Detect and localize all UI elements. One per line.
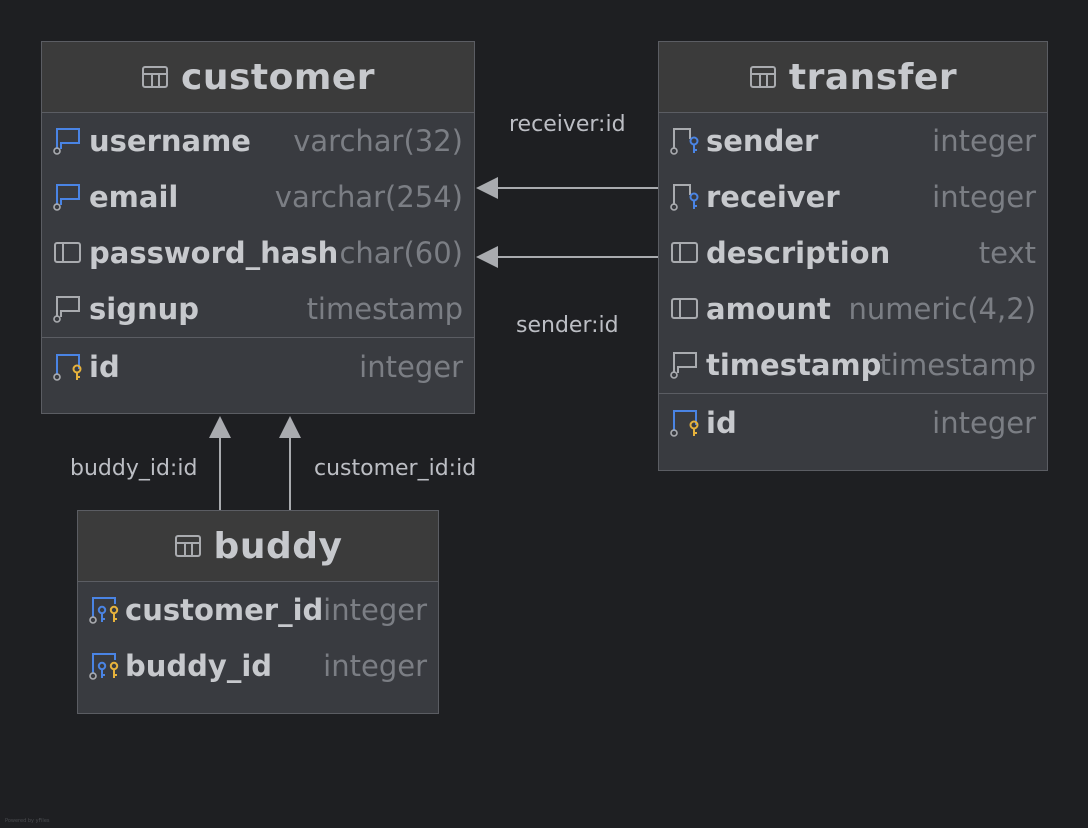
fk-column-icon: [52, 126, 84, 156]
column-row[interactable]: email varchar(254): [42, 169, 474, 225]
column-row[interactable]: password_hash char(60): [42, 225, 474, 281]
table-title: transfer: [788, 56, 958, 98]
column-type: integer: [323, 649, 427, 683]
primary-key-icon: [669, 408, 701, 438]
column-icon: [669, 238, 701, 268]
column-name: email: [89, 180, 179, 214]
column-name: id: [89, 350, 120, 384]
foreign-key-icon: [669, 126, 701, 156]
column-name: receiver: [706, 180, 840, 214]
column-icon: [52, 238, 84, 268]
column-icon: [669, 294, 701, 324]
relation-buddy-id-arrow: [209, 416, 231, 438]
primary-key-icon: [52, 352, 84, 382]
column-name: timestamp: [706, 348, 882, 382]
column-type: char(60): [339, 236, 463, 270]
column-type: numeric(4,2): [848, 292, 1036, 326]
column-row[interactable]: description text: [659, 225, 1047, 281]
column-type: varchar(254): [274, 180, 463, 214]
column-name: amount: [706, 292, 831, 326]
column-name: username: [89, 124, 251, 158]
watermark: Powered by yFiles: [5, 818, 50, 824]
column-name: description: [706, 236, 891, 270]
table-icon: [749, 65, 777, 89]
column-type: timestamp: [879, 348, 1036, 382]
relation-sender-arrow: [476, 246, 498, 268]
relation-customer-id-label: customer_id:id: [314, 456, 477, 481]
table-icon: [141, 65, 169, 89]
column-type: varchar(32): [293, 124, 463, 158]
relation-buddy-id-label: buddy_id:id: [70, 456, 198, 481]
column-type: timestamp: [306, 292, 463, 326]
table-customer[interactable]: customer username varchar(32) email varc…: [41, 41, 475, 414]
primary-foreign-key-icon: [88, 651, 120, 681]
column-type: integer: [932, 124, 1036, 158]
fk-column-icon: [52, 182, 84, 212]
primary-key-row[interactable]: id integer: [659, 393, 1047, 452]
relation-sender-label: sender:id: [516, 313, 619, 338]
foreign-key-icon: [669, 182, 701, 212]
column-row[interactable]: customer_id integer: [78, 582, 438, 638]
column-type: integer: [359, 350, 463, 384]
column-type: text: [978, 236, 1036, 270]
table-header[interactable]: buddy: [78, 511, 438, 582]
table-title: customer: [180, 56, 376, 98]
table-header[interactable]: transfer: [659, 42, 1047, 113]
column-name: buddy_id: [125, 649, 273, 683]
table-buddy[interactable]: buddy customer_id integer buddy_id integ…: [77, 510, 439, 714]
column-row[interactable]: signup timestamp: [42, 281, 474, 337]
column-type: integer: [323, 593, 427, 627]
column-name: signup: [89, 292, 200, 326]
relation-receiver-label: receiver:id: [509, 112, 626, 137]
table-icon: [174, 534, 202, 558]
column-name: sender: [706, 124, 819, 158]
column-row[interactable]: buddy_id integer: [78, 638, 438, 694]
column-row[interactable]: username varchar(32): [42, 113, 474, 169]
column-type: integer: [932, 180, 1036, 214]
column-row[interactable]: sender integer: [659, 113, 1047, 169]
column-type: integer: [932, 406, 1036, 440]
relation-receiver-arrow: [476, 177, 498, 199]
nullable-column-icon: [669, 350, 701, 380]
column-row[interactable]: amount numeric(4,2): [659, 281, 1047, 337]
table-header[interactable]: customer: [42, 42, 474, 113]
relation-customer-id-arrow: [279, 416, 301, 438]
primary-key-row[interactable]: id integer: [42, 337, 474, 396]
table-title: buddy: [213, 525, 343, 567]
column-name: customer_id: [125, 593, 324, 627]
column-row[interactable]: timestamp timestamp: [659, 337, 1047, 393]
nullable-column-icon: [52, 294, 84, 324]
column-row[interactable]: receiver integer: [659, 169, 1047, 225]
column-name: password_hash: [89, 236, 339, 270]
table-transfer[interactable]: transfer sender integer receiver integer…: [658, 41, 1048, 471]
column-name: id: [706, 406, 737, 440]
primary-foreign-key-icon: [88, 595, 120, 625]
